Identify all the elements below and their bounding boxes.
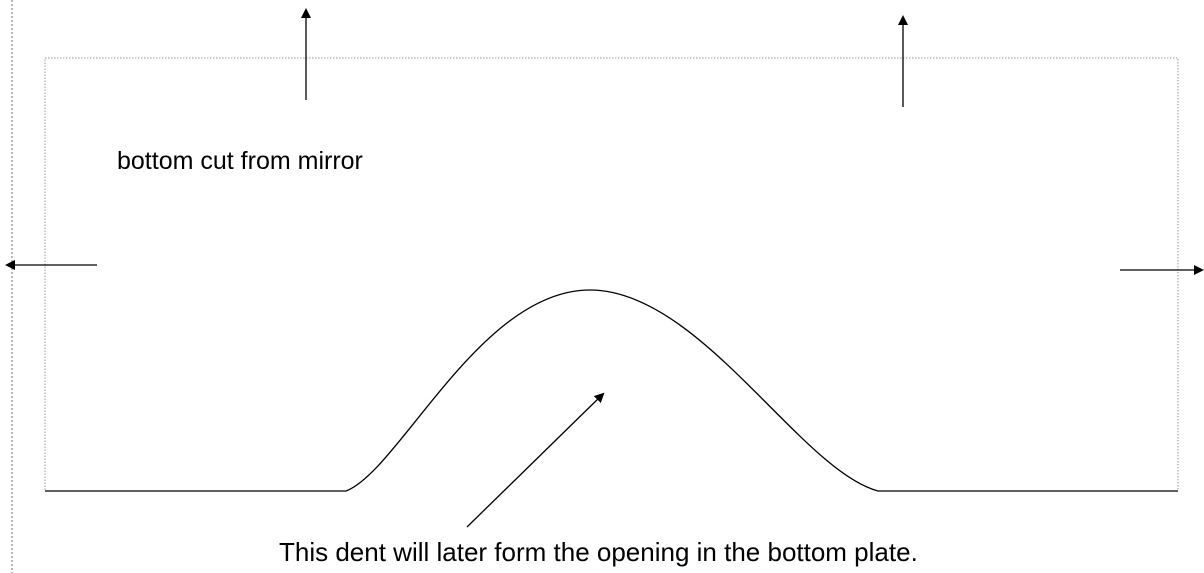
bottom-profile-line — [45, 289, 1178, 492]
bottom-cut-label: bottom cut from mirror — [117, 147, 363, 175]
dent-caption: This dent will later form the opening in… — [279, 537, 918, 567]
cut-outline — [44, 57, 1179, 490]
dent-pointer-arrow — [466, 392, 605, 528]
